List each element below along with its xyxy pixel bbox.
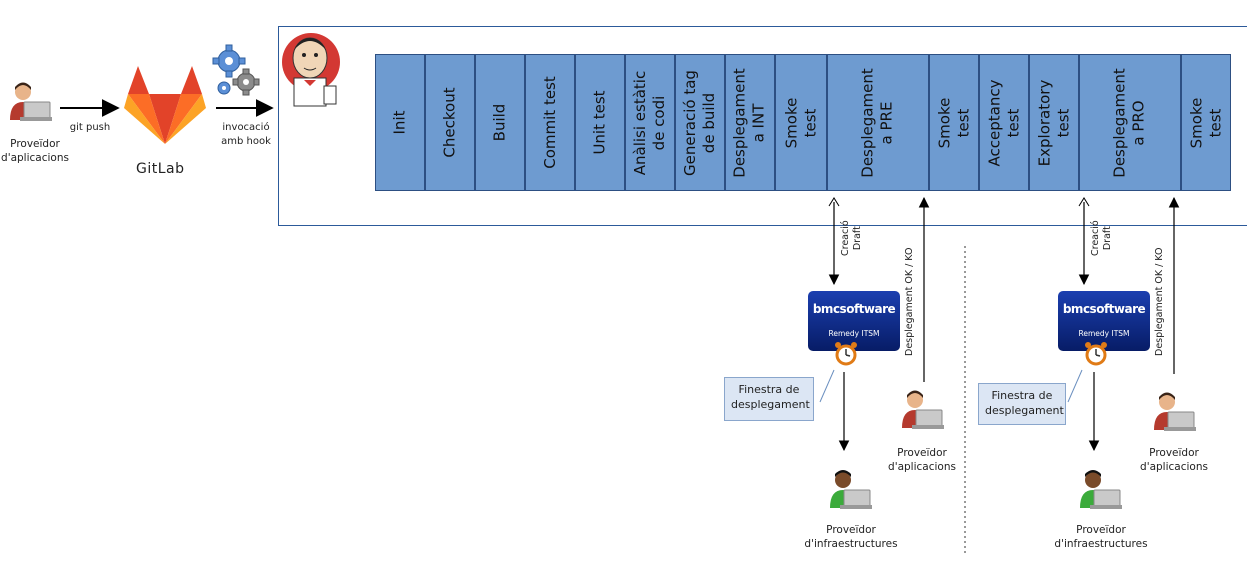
pro-bmc-product: Remedy ITSM (1078, 329, 1130, 338)
pro-app-person-icon (1150, 390, 1198, 442)
pipeline-stage-label: Anàlisi estàtic de codi (631, 70, 668, 175)
pro-window-note: Finestra de desplegament (978, 383, 1066, 425)
pre-infra-arrow (838, 372, 850, 452)
pipeline-stage: Acceptancy test (979, 54, 1029, 191)
hook-label: invocació amb hook (221, 122, 271, 147)
pipeline-stage-label: Commit test (540, 76, 559, 169)
pre-ok-ko-label: Desplegament OK / KO (904, 247, 915, 356)
pre-window-connector (819, 369, 835, 403)
git-push-arrow (60, 99, 120, 117)
pipeline-stage: Unit test (575, 54, 625, 191)
pro-app-label: Proveïdor d'aplicacions (1140, 447, 1208, 473)
pre-alarm-clock-icon (834, 341, 858, 367)
pro-infra-arrow (1088, 372, 1100, 452)
pipeline-stage-label: Checkout (440, 87, 459, 158)
pre-bmc-product: Remedy ITSM (828, 329, 880, 338)
pipeline-stage: Checkout (425, 54, 475, 191)
pre-bmc-brand: bmcsoftware (812, 302, 896, 316)
pro-bmc-brand: bmcsoftware (1062, 302, 1146, 316)
jenkins-butler-logo (280, 28, 342, 110)
pre-infra-person-icon (826, 468, 874, 520)
pre-ok-ko-arrow (918, 196, 930, 382)
pre-creacio-label: Creació Draft (840, 220, 863, 256)
app-provider-person-icon (6, 80, 54, 132)
pre-infra-label: Proveïdor d'infraestructures (804, 524, 898, 550)
pipeline-stage: Desplegament a PRE (827, 54, 929, 191)
pipeline-stage-label: Exploratory test (1035, 79, 1072, 166)
pro-infra-label: Proveïdor d'infraestructures (1054, 524, 1148, 550)
pipeline-stage-label: Smoke test (935, 97, 973, 148)
pro-ok-ko-label: Desplegament OK / KO (1154, 247, 1165, 356)
pipeline-stage: Generació tag de build (675, 54, 725, 191)
pipeline-stage-label: Smoke test (782, 97, 820, 148)
pipeline-stage-label: Unit test (590, 90, 609, 155)
pipeline-stage: Init (375, 54, 425, 191)
gears-icon (212, 44, 260, 98)
pipeline-stage: Build (475, 54, 525, 191)
pipeline-stage-label: Smoke test (1187, 97, 1225, 148)
pro-infra-person-icon (1076, 468, 1124, 520)
pro-bmc-remedy-badge: bmcsoftware Remedy ITSM (1058, 291, 1150, 351)
pipeline-stage: Smoke test (775, 54, 827, 191)
pre-app-person-icon (898, 388, 946, 440)
pipeline-stage: Commit test (525, 54, 575, 191)
gitlab-label: GitLab (136, 161, 185, 177)
pipeline-stage: Desplegament a INT (725, 54, 775, 191)
git-push-label: git push (69, 122, 111, 133)
pro-ok-ko-arrow (1168, 196, 1180, 374)
pre-window-note: Finestra de desplegament (724, 377, 814, 421)
pro-alarm-clock-icon (1084, 341, 1108, 367)
app-provider-label: Proveïdor d'aplicacions (1, 138, 69, 164)
pro-window-connector (1067, 369, 1083, 403)
pipeline-stage: Smoke test (929, 54, 979, 191)
pipeline-stage-label: Desplegament a PRE (859, 67, 897, 178)
pipeline-stage: Smoke test (1181, 54, 1231, 191)
pipeline-stage: Exploratory test (1029, 54, 1079, 191)
pre-creacio-arrow (828, 197, 840, 286)
hook-arrow (216, 99, 274, 117)
pipeline-stage: Desplegament a PRO (1079, 54, 1181, 191)
pipeline-stage-label: Desplegament a PRO (1111, 67, 1149, 178)
pipeline-stage-label: Generació tag de build (681, 69, 718, 176)
pipeline-stage-label: Init (390, 110, 409, 135)
pipeline-stage-label: Acceptancy test (985, 79, 1023, 166)
pro-creacio-arrow (1078, 197, 1090, 286)
pipeline-stage-label: Build (490, 103, 509, 142)
pipeline-stage-label: Desplegament a INT (731, 67, 769, 178)
gitlab-logo (122, 64, 208, 148)
pre-app-label: Proveïdor d'aplicacions (888, 447, 956, 473)
pro-creacio-label: Creació Draft (1090, 220, 1113, 256)
pipeline-stage: Anàlisi estàtic de codi (625, 54, 675, 191)
pre-bmc-remedy-badge: bmcsoftware Remedy ITSM (808, 291, 900, 351)
environment-divider (964, 246, 966, 556)
